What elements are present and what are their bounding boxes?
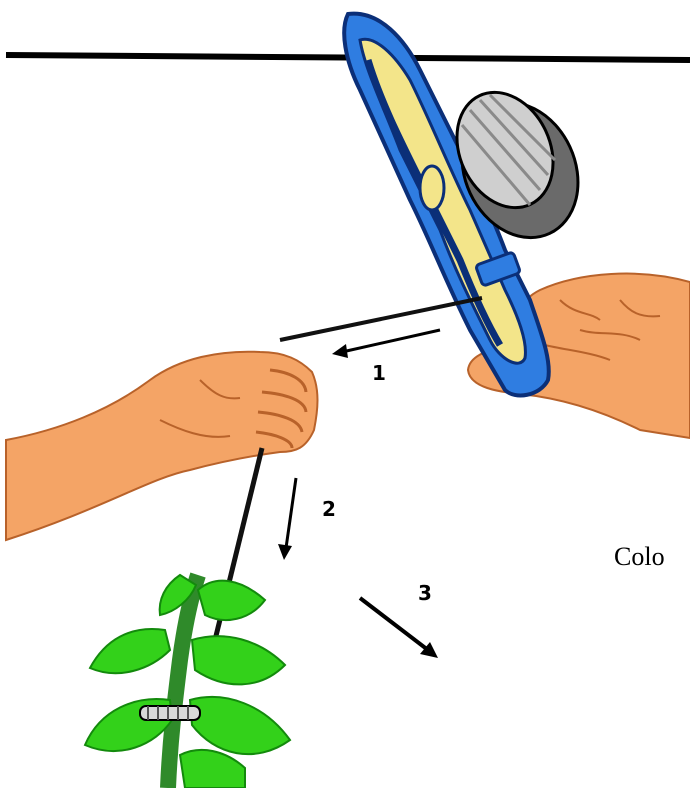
leaf (180, 750, 245, 788)
step-2-arrow (278, 478, 296, 560)
left-hand (6, 352, 318, 540)
step-1-label: 1 (372, 361, 386, 385)
leaf (198, 581, 265, 620)
plant (85, 575, 290, 788)
step-2-label: 2 (322, 497, 336, 521)
step-1-arrow (332, 330, 440, 358)
leaf (90, 629, 170, 673)
twine-upper (280, 298, 482, 340)
step-3-label: 3 (418, 581, 432, 605)
clip-ring (140, 706, 200, 720)
leaf (192, 636, 285, 684)
caption-text: Colo (614, 542, 665, 572)
leaf (190, 697, 290, 754)
step-3-arrow (360, 598, 438, 658)
